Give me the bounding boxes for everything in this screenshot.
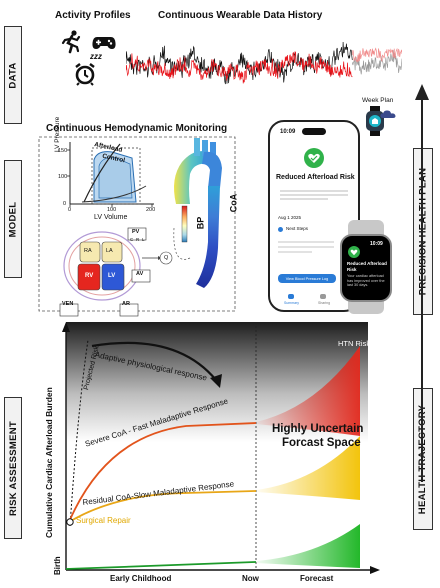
x-early-childhood-label: Early Childhood [110, 574, 172, 583]
component-l-label: L [142, 237, 145, 242]
pv-loop-xlabel: LV Volume [94, 214, 128, 221]
component-c-label: C [130, 237, 134, 242]
hemodynamic-monitoring-title: Continuous Hemodynamic Monitoring [46, 123, 228, 134]
cloud-icon [380, 110, 396, 118]
activity-profiles-title: Activity Profiles [55, 10, 131, 21]
sleep-zzz-text: zzz [90, 52, 102, 61]
week-plan-watch-icon [366, 106, 384, 136]
valve-ar-label: AR [122, 301, 130, 307]
pv-loop-xtick-0: 0 [68, 207, 72, 213]
gamepad-icon [92, 37, 116, 49]
adaptive-response-arrowhead [210, 374, 222, 388]
wearable-trace-red [126, 50, 353, 84]
aorta-coa-label: CoA [228, 193, 239, 213]
week-plan-label: Week Plan [362, 97, 394, 104]
surgical-repair-label: Surgical Repair [76, 516, 131, 525]
heart-circuit-diagram [59, 227, 173, 317]
wearable-trace-grey-1 [351, 49, 402, 75]
watch-title: Reduced Afterload Risk [347, 261, 389, 272]
phone-heart-icon [304, 148, 324, 168]
component-r-label: R [136, 237, 140, 242]
phone-next-steps-icon [278, 227, 283, 232]
fan-healthy [256, 524, 360, 568]
uncertain-line-2: Forcast Space [282, 437, 361, 449]
healthy-trajectory-line [65, 561, 257, 570]
watch-body-text: Your cardiac afterload has improved over… [347, 274, 385, 288]
phone-tab-summary[interactable]: Summary [284, 301, 299, 305]
wearable-trace-forecast [351, 47, 402, 75]
pv-loop-ytick-0: 0 [63, 201, 67, 207]
trajectory-arrow [415, 84, 429, 482]
adaptive-response-arrow [91, 341, 217, 381]
section-label-data-text: DATA [7, 61, 19, 89]
chamber-ra-label: RA [84, 248, 92, 254]
wearable-data-title: Continuous Wearable Data History [158, 10, 323, 21]
aorta-model [173, 138, 222, 288]
wearable-trace-pink [351, 47, 402, 63]
phone-view-bp-button-label: View Blood Pressure Log [285, 276, 329, 281]
pv-loop-xtick-100: 100 [107, 207, 117, 213]
x-now-label: Now [242, 574, 259, 583]
phone-view-bp-button[interactable]: View Blood Pressure Log [278, 274, 336, 283]
risk-x-axis-arrow [370, 566, 380, 574]
pv-loop-xtick-200: 200 [146, 207, 156, 213]
phone-date: Aug 1 2025 [278, 215, 302, 220]
severe-trajectory-line [68, 422, 257, 523]
valve-av-label: AV [136, 271, 144, 277]
risk-ylabel: Cumulative Cardiac Afterload Burden [44, 387, 54, 538]
phone-tab-sharing[interactable]: Sharing [318, 301, 331, 305]
phone-tab-sharing-icon[interactable] [320, 294, 326, 299]
wearable-trace-black [126, 41, 353, 85]
risk-trajectory-chart [62, 322, 380, 574]
surgical-repair-marker [66, 518, 74, 526]
risk-y-axis-arrow [62, 322, 70, 332]
watch-title-text: Reduced Afterload Risk [347, 261, 387, 272]
projected-risk-line [69, 339, 89, 527]
watch-band-bottom [348, 298, 384, 314]
phone-body-lines [280, 188, 348, 204]
phone-next-steps[interactable]: Next Steps [286, 226, 309, 231]
running-person-icon [61, 30, 81, 54]
section-label-risk: RISK ASSESSMENT [4, 397, 22, 539]
alarm-clock-icon [75, 63, 95, 86]
watch-mockup: 10:09 Reduced Afterload Risk Your cardia… [340, 234, 392, 302]
phone-title: Reduced Afterload Risk [276, 174, 355, 181]
phone-step-lines [278, 238, 334, 258]
section-label-data: DATA [4, 26, 22, 124]
aorta-bp-label: BP [195, 216, 206, 230]
valve-pv-label: PV [132, 229, 140, 235]
fan-residual [256, 436, 360, 500]
watch-time: 10:09 [370, 241, 383, 247]
section-label-model-text: MODEL [7, 201, 19, 237]
residual-trajectory-line [68, 490, 257, 523]
section-label-model: MODEL [4, 160, 22, 278]
pv-loop-ylabel: LV Pressure [54, 116, 61, 152]
phone-notch [302, 128, 326, 135]
section-label-risk-text: RISK ASSESSMENT [7, 420, 19, 516]
chamber-la-label: LA [106, 248, 113, 254]
flow-q-label: Q [164, 255, 169, 261]
x-forecast-label: Forecast [300, 574, 334, 583]
pv-loop-ytick-150: 150 [58, 148, 68, 154]
x-birth-label: Birth [53, 556, 62, 575]
pv-loop-ytick-100: 100 [58, 174, 68, 180]
chamber-rv-label: RV [85, 273, 94, 279]
htn-risk-label: HTN Risk [338, 339, 371, 348]
valve-ven-label: VEN [62, 301, 74, 307]
phone-time: 10:09 [280, 129, 296, 135]
pv-loop-chart [67, 142, 154, 207]
chamber-lv-label: LV [108, 273, 116, 279]
watch-body: Your cardiac afterload has improved over… [347, 274, 389, 288]
wearable-data-traces [126, 41, 402, 85]
phone-tab-summary-icon[interactable] [288, 294, 294, 299]
uncertain-line-1: Highly Uncertain [272, 423, 364, 435]
watch-heart-icon [348, 246, 360, 258]
fan-severe [256, 346, 360, 436]
